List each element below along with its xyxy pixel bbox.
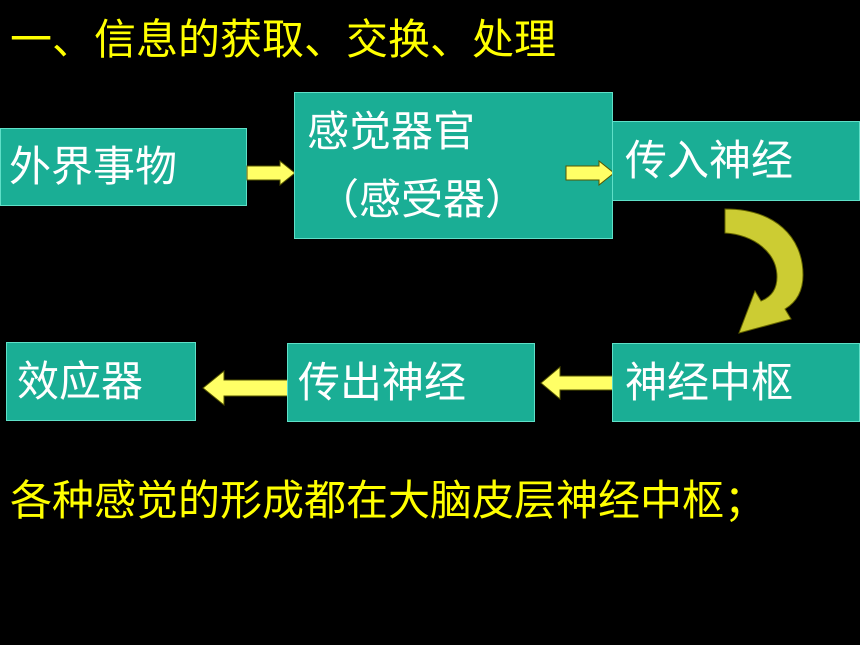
external-things-label: 外界事物 bbox=[9, 142, 178, 191]
page-title: 一、信息的获取、交换、处理 bbox=[10, 15, 557, 64]
nerve-center-label: 神经中枢 bbox=[625, 358, 794, 407]
sense-organ-label: 感觉器官 bbox=[307, 107, 476, 156]
afferent-nerve-box: 传入神经 bbox=[612, 121, 860, 201]
afferent-nerve-label: 传入神经 bbox=[625, 136, 794, 185]
arrow-left-icon bbox=[540, 366, 616, 400]
effector-box: 效应器 bbox=[6, 342, 196, 421]
arrow-right-icon bbox=[565, 160, 615, 186]
efferent-nerve-box: 传出神经 bbox=[287, 343, 535, 422]
curved-arrow-down-icon bbox=[724, 208, 804, 334]
nerve-center-box: 神经中枢 bbox=[612, 343, 860, 422]
receptor-label: （感受器） bbox=[317, 175, 528, 224]
sense-organ-box: 感觉器官 （感受器） bbox=[294, 92, 613, 239]
effector-label: 效应器 bbox=[17, 357, 144, 406]
arrow-right-icon bbox=[246, 160, 296, 186]
arrow-left-icon bbox=[202, 370, 290, 406]
external-things-box: 外界事物 bbox=[0, 128, 247, 206]
efferent-nerve-label: 传出神经 bbox=[298, 358, 467, 407]
note-text: 各种感觉的形成都在大脑皮层神经中枢； bbox=[10, 476, 767, 525]
